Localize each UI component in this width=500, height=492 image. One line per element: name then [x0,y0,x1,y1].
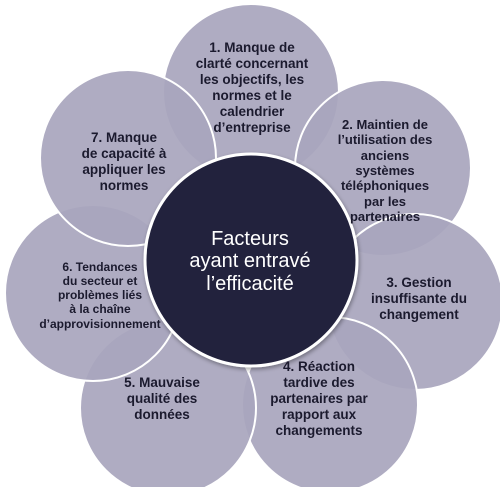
petal-6-label: 6. Tendances du secteur et problèmes lié… [39,260,161,331]
petal-3-label: 3. Gestion insuffisante du changement [370,275,467,322]
petal-2-label: 2. Maintien de l’utilisation des anciens… [337,117,433,224]
center-circle [143,152,359,368]
petal-7-label: 7. Manque de capacité à appliquer les no… [81,130,167,193]
petal-4-label: 4. Réaction tardive des partenaires par … [270,359,368,438]
petal-5-label: 5. Mauvaise qualité des données [124,375,200,422]
center-title: Facteurs ayant entravé l’efficacité [189,228,311,295]
petal-1-label: 1. Manque de clarté concernant les objec… [195,40,309,135]
